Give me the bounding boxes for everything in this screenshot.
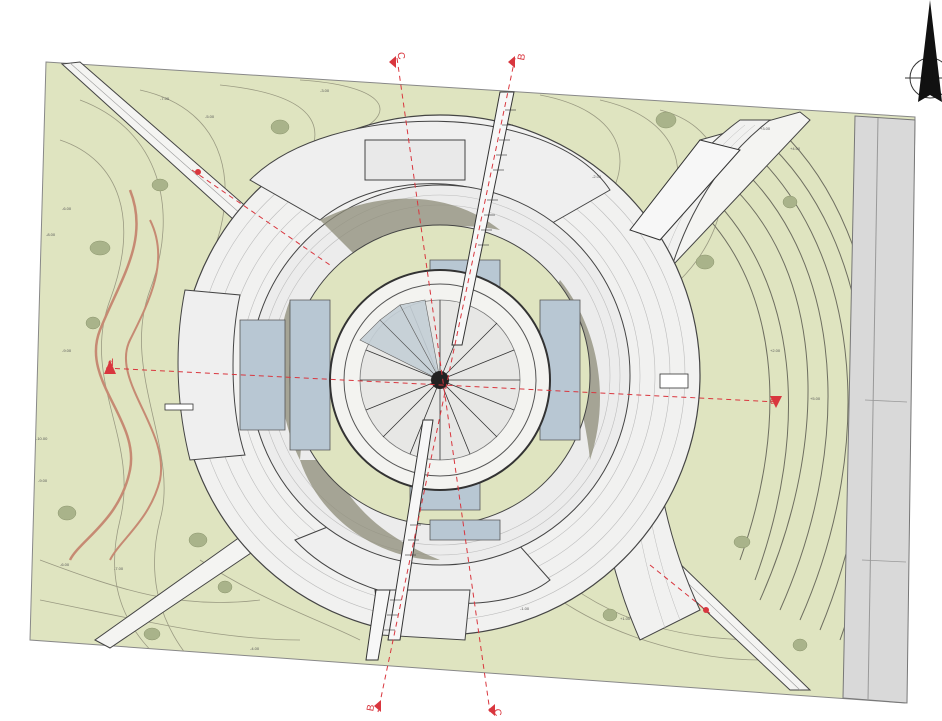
section-lines bbox=[105, 57, 779, 713]
section-marker-c-bottom: C bbox=[488, 704, 503, 717]
svg-text:-9.00: -9.00 bbox=[38, 478, 48, 483]
north-label: N bbox=[921, 65, 936, 89]
svg-text:-1.00: -1.00 bbox=[520, 606, 530, 611]
svg-text:C: C bbox=[491, 708, 503, 717]
svg-text:C: C bbox=[394, 51, 406, 60]
svg-text:-7.00: -7.00 bbox=[114, 566, 124, 571]
north-arrow: N bbox=[905, 0, 942, 102]
west-path bbox=[68, 189, 138, 561]
section-marker-b-top: B bbox=[508, 52, 528, 68]
svg-text:+3.00: +3.00 bbox=[760, 126, 771, 131]
svg-text:-8.00: -8.00 bbox=[46, 232, 56, 237]
svg-text:-2.00: -2.00 bbox=[592, 174, 602, 179]
central-hub bbox=[431, 371, 449, 389]
svg-text:B: B bbox=[516, 52, 528, 61]
east-road bbox=[842, 115, 916, 704]
section-marker-d-left: d bbox=[104, 358, 116, 374]
svg-text:-6.00: -6.00 bbox=[60, 562, 70, 567]
section-marker-b-bottom: B bbox=[365, 700, 381, 712]
svg-text:-9.00: -9.00 bbox=[62, 348, 72, 353]
svg-text:-7.00: -7.00 bbox=[160, 96, 170, 101]
svg-text:+1.00: +1.00 bbox=[620, 616, 631, 621]
elevation-annotations: -7.00 -5.00 -3.00 +3.00 +4.00 -6.00 -8.0… bbox=[36, 88, 821, 651]
svg-text:+5.00: +5.00 bbox=[810, 396, 821, 401]
svg-text:d: d bbox=[770, 396, 776, 407]
svg-text:-4.00: -4.00 bbox=[250, 646, 260, 651]
svg-text:+2.00: +2.00 bbox=[770, 348, 781, 353]
svg-text:-6.00: -6.00 bbox=[62, 206, 72, 211]
svg-text:-10.00: -10.00 bbox=[36, 436, 48, 441]
svg-text:B: B bbox=[365, 703, 377, 712]
section-marker-c-top: C bbox=[389, 51, 407, 68]
svg-text:-3.00: -3.00 bbox=[320, 88, 330, 93]
svg-text:d: d bbox=[108, 358, 114, 369]
svg-text:-5.00: -5.00 bbox=[205, 114, 215, 119]
section-marker-d-right: d bbox=[770, 396, 782, 408]
svg-text:+4.00: +4.00 bbox=[790, 146, 801, 151]
